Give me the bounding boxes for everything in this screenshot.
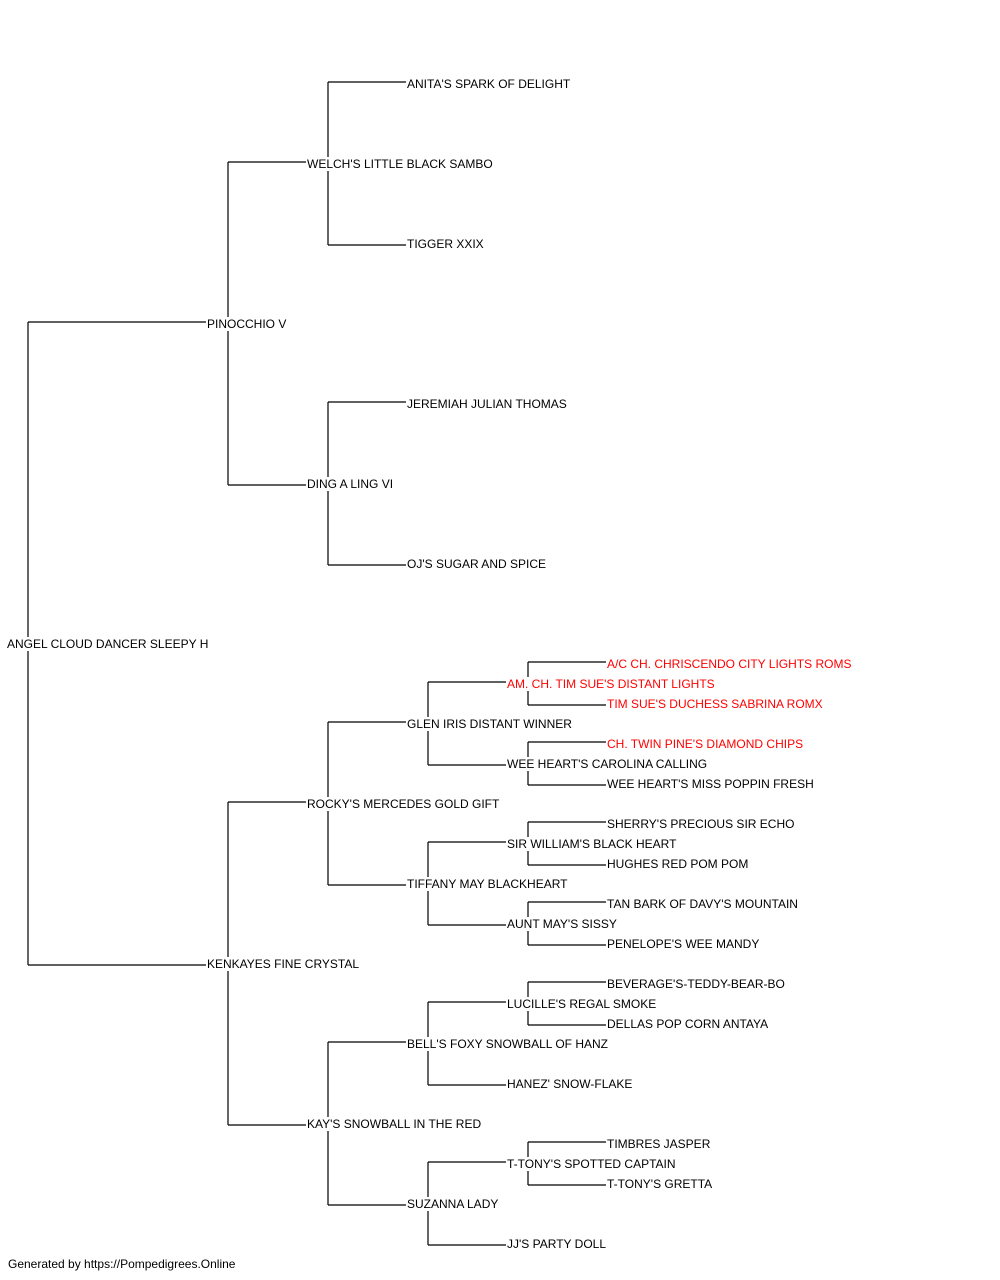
ggg-sire-3: SHERRY'S PRECIOUS SIR ECHO [607,817,796,831]
dam-dam-dam-dam-name: JJ'S PARTY DOLL [507,1237,607,1251]
sire-sire-name: WELCH'S LITTLE BLACK SAMBO [307,157,494,171]
subject-name: ANGEL CLOUD DANCER SLEEPY H [7,637,210,651]
ggg-sire-1: A/C CH. CHRISCENDO CITY LIGHTS ROMS [607,657,853,671]
ggg-dam-4: PENELOPE'S WEE MANDY [607,937,761,951]
sire-name: PINOCCHIO V [207,317,288,331]
dam-dam-sire-dam-name: HANEZ' SNOW-FLAKE [507,1077,634,1091]
dam-sire-sire-sire-name: AM. CH. TIM SUE'S DISTANT LIGHTS [507,677,716,691]
sire-dam-dam-name: OJ'S SUGAR AND SPICE [407,557,547,571]
footer-credit: Generated by https://Pompedigrees.Online [8,1257,236,1271]
ggg-sire-5: BEVERAGE'S-TEDDY-BEAR-BO [607,977,786,991]
dam-sire-sire-name: GLEN IRIS DISTANT WINNER [407,717,573,731]
dam-dam-sire-sire-name: LUCILLE'S REGAL SMOKE [507,997,658,1011]
dam-dam-sire-name: BELL'S FOXY SNOWBALL OF HANZ [407,1037,610,1051]
sire-sire-dam-name: TIGGER XXIX [407,237,485,251]
ggg-dam-6: T-TONY'S GRETTA [607,1177,714,1191]
ggg-sire-4: TAN BARK OF DAVY'S MOUNTAIN [607,897,799,911]
ggg-dam-1: TIM SUE'S DUCHESS SABRINA ROMX [607,697,824,711]
dam-sire-name: ROCKY'S MERCEDES GOLD GIFT [307,797,501,811]
ggg-sire-2: CH. TWIN PINE'S DIAMOND CHIPS [607,737,805,751]
ggg-sire-6: TIMBRES JASPER [607,1137,712,1151]
dam-sire-dam-dam-name: AUNT MAY'S SISSY [507,917,618,931]
sire-dam-sire-name: JEREMIAH JULIAN THOMAS [407,397,568,411]
dam-sire-dam-sire-name: SIR WILLIAM'S BLACK HEART [507,837,678,851]
ggg-dam-3: HUGHES RED POM POM [607,857,750,871]
sire-dam-name: DING A LING VI [307,477,395,491]
dam-dam-dam-name: SUZANNA LADY [407,1197,500,1211]
ggg-dam-5: DELLAS POP CORN ANTAYA [607,1017,770,1031]
dam-sire-dam-name: TIFFANY MAY BLACKHEART [407,877,569,891]
ggg-dam-2: WEE HEART'S MISS POPPIN FRESH [607,777,815,791]
dam-sire-sire-dam-name: WEE HEART'S CAROLINA CALLING [507,757,709,771]
dam-name: KENKAYES FINE CRYSTAL [207,957,361,971]
sire-sire-sire-name: ANITA'S SPARK OF DELIGHT [407,77,572,91]
dam-dam-name: KAY'S SNOWBALL IN THE RED [307,1117,483,1131]
dam-dam-dam-sire-name: T-TONY'S SPOTTED CAPTAIN [507,1157,677,1171]
